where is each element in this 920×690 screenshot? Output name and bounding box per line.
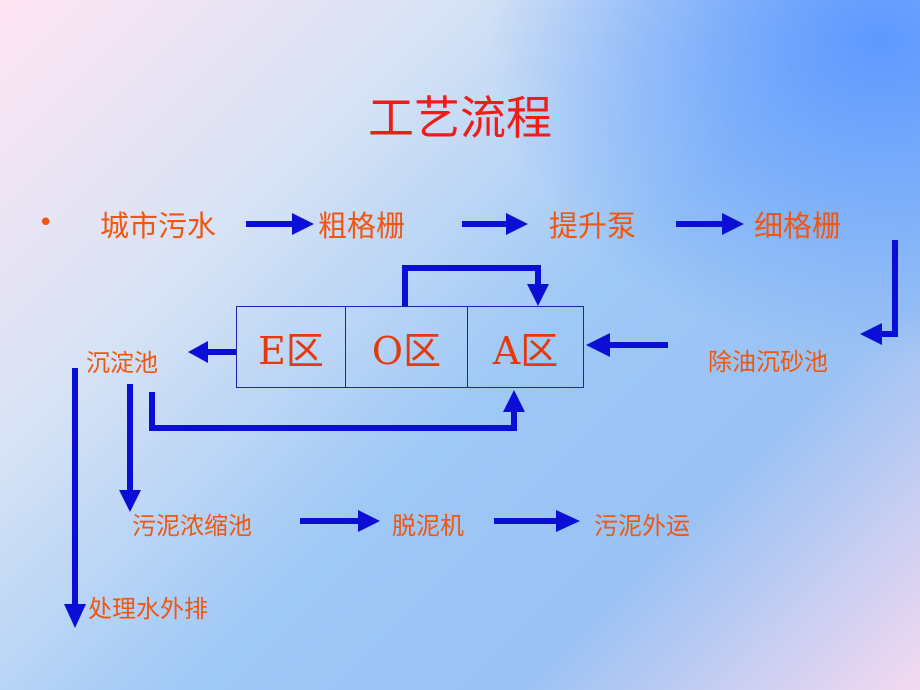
arrowhead-2 <box>506 213 528 235</box>
bullet-point: • <box>38 208 54 238</box>
arrowhead-10 <box>358 510 380 532</box>
node-grit-chamber: 除油沉砂池 <box>708 348 828 376</box>
arrow-fine-to-grit <box>880 240 898 337</box>
node-urban-sewage: 城市污水 <box>100 209 217 243</box>
node-coarse-screen: 粗格栅 <box>318 209 406 243</box>
zone-e: E区 <box>258 328 324 373</box>
arrowhead-11 <box>556 510 580 532</box>
arrowhead-4 <box>860 323 882 345</box>
node-lift-pump: 提升泵 <box>549 209 637 243</box>
arrowhead-3 <box>722 213 744 235</box>
node-sludge-thickener: 污泥浓缩池 <box>132 512 252 540</box>
arrowhead-6 <box>527 284 549 306</box>
arrowhead-9 <box>119 490 141 512</box>
arrow-sludge-return <box>149 392 517 431</box>
slide-title: 工艺流程 <box>368 91 552 145</box>
node-fine-screen: 细格栅 <box>754 209 842 243</box>
node-sludge-transport: 污泥外运 <box>594 512 690 540</box>
node-sedimentation-tank: 沉淀池 <box>86 349 158 377</box>
zone-a: A区 <box>467 307 583 387</box>
arrowhead-1 <box>292 213 314 235</box>
reaction-zones: E区 O区 A区 <box>236 306 584 388</box>
arrowhead-8 <box>503 390 525 412</box>
arrowhead-7 <box>188 341 208 363</box>
arrowhead-5 <box>586 333 610 357</box>
node-treated-discharge: 处理水外排 <box>88 595 208 623</box>
node-dewatering-machine: 脱泥机 <box>392 512 464 540</box>
zone-o: O区 <box>345 307 467 387</box>
arrowhead-12 <box>64 604 86 628</box>
arrow-o-to-a-recycle <box>402 265 541 306</box>
